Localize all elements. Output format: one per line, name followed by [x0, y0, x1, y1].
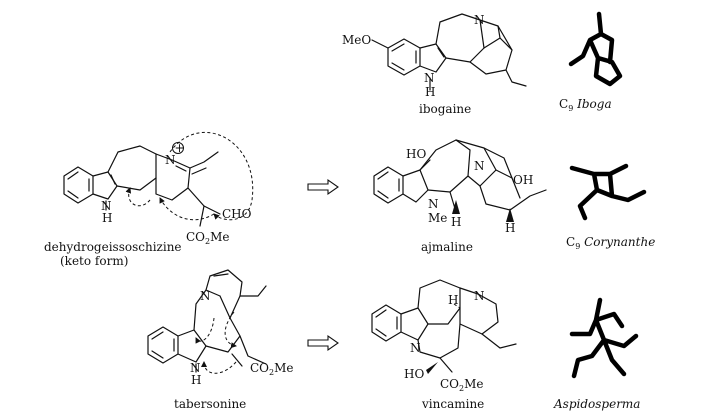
vincamine-label: vincamine [421, 397, 484, 411]
tabersonine-structure: N N H CO2Me [147, 269, 294, 387]
ajmaline-oh: OH [513, 173, 533, 187]
ibogaine-label: ibogaine [419, 102, 471, 116]
corynanthe-skeleton-caption: C9 Corynanthe [566, 235, 655, 251]
aspidosperma-skeleton-caption: Aspidosperma [553, 397, 640, 411]
vincamine-n-top: N [474, 289, 485, 303]
methoxy-label: MeO [342, 33, 371, 47]
ajmaline-n-top: N [474, 159, 485, 173]
tabersonine-label: tabersonine [174, 397, 246, 411]
ibogaine-n-atom: N [474, 13, 485, 27]
positive-charge-sign: + [175, 141, 185, 155]
vincamine-n-bottom: N [410, 341, 421, 355]
precursor-nh-atom: N [101, 199, 112, 213]
ajmaline-n-bottom: N [428, 197, 439, 211]
ajmaline-structure: HO OH N N Me H H [373, 139, 547, 235]
vincamine-structure: H N N HO CO2Me [371, 279, 517, 393]
tabersonine-ester: CO2Me [250, 361, 294, 377]
vincamine-ester: CO2Me [440, 377, 484, 393]
aspidosperma-skeleton [569, 297, 639, 379]
precursor-h-atom: H [102, 211, 112, 225]
positive-charge-circle [172, 142, 184, 154]
ajmaline-label: ajmaline [421, 240, 473, 254]
vincamine-h: H [448, 293, 458, 307]
precursor-iminium-n: N [165, 153, 176, 167]
dehydrogeissoschizine-structure: N H N + CHO CO2Me [63, 132, 254, 246]
tabersonine-n-top: N [200, 289, 211, 303]
dehydrogeissoschizine-label: dehydrogeissoschizine [44, 240, 182, 254]
keto-form-label: (keto form) [60, 254, 128, 268]
ajmaline-ho: HO [406, 147, 426, 161]
ajmaline-h1: H [451, 215, 461, 229]
reaction-arrow-bottom [307, 334, 339, 352]
ajmaline-h2: H [505, 221, 515, 235]
tabersonine-h: H [191, 373, 201, 387]
iboga-skeleton-caption: C9 Iboga [559, 97, 612, 113]
precursor-ester-label: CO2Me [186, 230, 230, 246]
ibogaine-structure: MeO N N H [342, 13, 527, 99]
tabersonine-nh: N [190, 361, 201, 375]
iboga-skeleton [568, 11, 623, 87]
vincamine-ho: HO [404, 367, 424, 381]
corynanthe-skeleton [569, 163, 647, 221]
ibogaine-nh-atom: N [424, 71, 435, 85]
reaction-arrow-middle [307, 178, 339, 196]
ibogaine-h-atom: H [425, 85, 435, 99]
ajmaline-me: Me [428, 211, 447, 225]
aldehyde-label: CHO [222, 207, 252, 221]
